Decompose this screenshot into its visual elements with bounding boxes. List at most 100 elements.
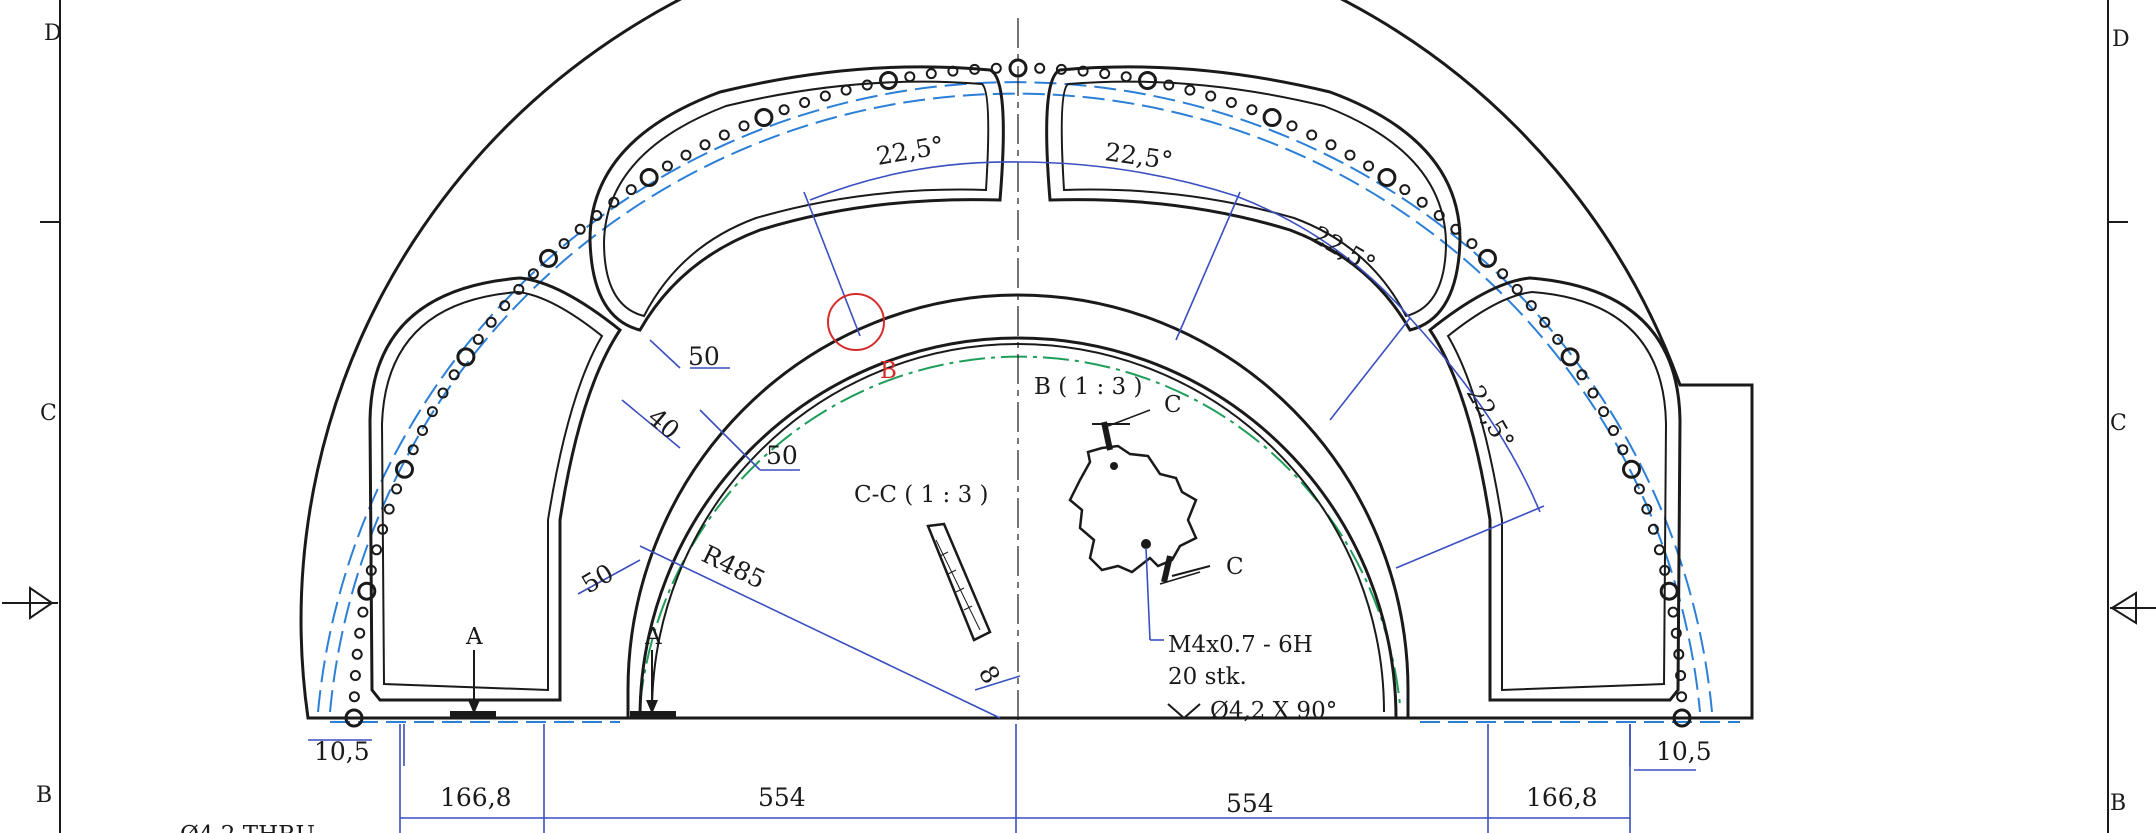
bolt-hole <box>1306 129 1318 141</box>
bolt-hole <box>539 248 558 268</box>
section-depth-dim: 8 <box>973 661 1006 689</box>
bolt-hole <box>437 387 449 399</box>
bolt-hole <box>513 283 525 295</box>
bolt-hole <box>1077 65 1089 77</box>
pocket-right <box>1427 276 1682 702</box>
radius-dim: R485 <box>697 539 770 594</box>
bolt-hole <box>357 581 377 601</box>
bolt-hole <box>778 104 790 116</box>
bolt-hole <box>1055 63 1067 75</box>
bolt-hole <box>1120 71 1132 83</box>
bolt-hole <box>391 483 403 495</box>
bolt-hole <box>1676 691 1688 703</box>
bolt-hole <box>1539 316 1551 328</box>
bolt-hole <box>1659 581 1679 601</box>
base-right-outer-dim: 166,8 <box>1526 783 1598 812</box>
section-a-markers <box>450 650 676 717</box>
bolt-hole <box>417 425 428 436</box>
pocket-top-left <box>588 65 1005 332</box>
detail-b-profile <box>1068 409 1211 641</box>
zone-letter-left-b: B <box>36 783 52 808</box>
bolt-hole <box>1363 160 1375 172</box>
bolt-hole <box>1478 248 1497 268</box>
bolt-hole <box>1675 670 1687 681</box>
bolt-hole <box>819 90 831 102</box>
bolt-hole <box>1641 503 1653 515</box>
bolt-hole <box>472 333 484 345</box>
foot-left-dim: 10,5 <box>314 737 370 766</box>
angle-dim-3: 22,5° <box>1307 220 1381 279</box>
bolt-hole <box>1344 149 1356 161</box>
bolt-hole <box>558 238 570 250</box>
base-left-inner-dim: 554 <box>758 783 806 812</box>
bolt-hole <box>1399 184 1411 196</box>
bolt-hole <box>407 444 419 456</box>
bolt-hole <box>371 544 383 556</box>
bolt-hole <box>1433 210 1445 221</box>
bolt-hole <box>344 708 364 728</box>
section-cc-title: C-C ( 1 : 3 ) <box>854 482 989 508</box>
cut-c-top: C <box>1164 392 1182 418</box>
half-ring-part <box>299 0 1754 723</box>
bolt-hole <box>1659 564 1671 576</box>
thread-note-line3: Ø4,2 X 90° <box>1210 698 1337 724</box>
bolt-hole <box>1647 523 1659 535</box>
bolt-hole <box>499 300 511 312</box>
bolt-hole <box>799 97 811 108</box>
bolt-hole <box>574 223 586 235</box>
base-left-outer-dim: 166,8 <box>440 783 512 812</box>
zone-letter-left-d: D <box>44 21 62 46</box>
bolt-hole <box>1286 120 1298 132</box>
section-a-left: A <box>465 624 483 650</box>
bolt-hole <box>1560 347 1580 367</box>
bolt-hole <box>1325 139 1337 151</box>
bolt-hole <box>754 108 774 127</box>
bolt-hole <box>1034 62 1046 74</box>
bolt-hole <box>904 71 916 83</box>
bolt-hole <box>699 139 711 151</box>
bolt-hole <box>351 648 363 660</box>
bolt-hole <box>456 347 476 367</box>
rib-dimension-lines <box>577 339 1021 719</box>
bolt-hole <box>1466 238 1478 250</box>
bolt-hole <box>1246 104 1258 116</box>
bolt-hole <box>527 268 539 280</box>
bolt-hole <box>1587 387 1599 399</box>
bolt-hole <box>1598 406 1610 418</box>
bolt-hole <box>861 79 873 91</box>
detail-b-circle <box>827 293 885 351</box>
detail-b-marker: B <box>880 358 897 384</box>
bolt-hole <box>1099 68 1111 80</box>
bolt-hole <box>1608 425 1619 436</box>
bolt-hole <box>1262 108 1282 127</box>
rib-gap-top: 50 <box>688 342 720 371</box>
zone-letter-left-c: C <box>40 401 57 426</box>
angle-dim-1: 22,5° <box>874 131 946 171</box>
bolt-hole <box>990 62 1002 74</box>
base-right-inner-dim: 554 <box>1226 789 1274 818</box>
thread-note-line1: M4x0.7 - 6H <box>1168 632 1313 658</box>
bolt-hole <box>1511 283 1523 295</box>
zone-letter-right-c: C <box>2110 411 2127 436</box>
bolt-hole <box>1673 648 1685 660</box>
pocket-left <box>368 276 623 702</box>
bolt-hole <box>357 606 369 618</box>
bolt-hole <box>1633 483 1645 495</box>
bolt-hole <box>349 670 361 681</box>
rib-gap-side: 40 <box>642 402 685 445</box>
bolt-hole <box>680 149 692 161</box>
angle-dimensions <box>803 161 1545 569</box>
angle-dim-4: 22,5° <box>1461 381 1520 455</box>
bolt-hole <box>1552 333 1564 345</box>
section-a-inner: A <box>644 624 662 650</box>
bolt-hole <box>1653 544 1665 556</box>
bolt-hole-pattern <box>344 58 1692 728</box>
bolt-hole <box>1672 708 1692 728</box>
bolt-hole <box>1205 90 1217 102</box>
bolt-hole <box>639 168 659 187</box>
rib-gap-right: 50 <box>766 441 798 470</box>
bolt-hole <box>365 564 377 576</box>
section-cc-profile <box>926 522 992 642</box>
